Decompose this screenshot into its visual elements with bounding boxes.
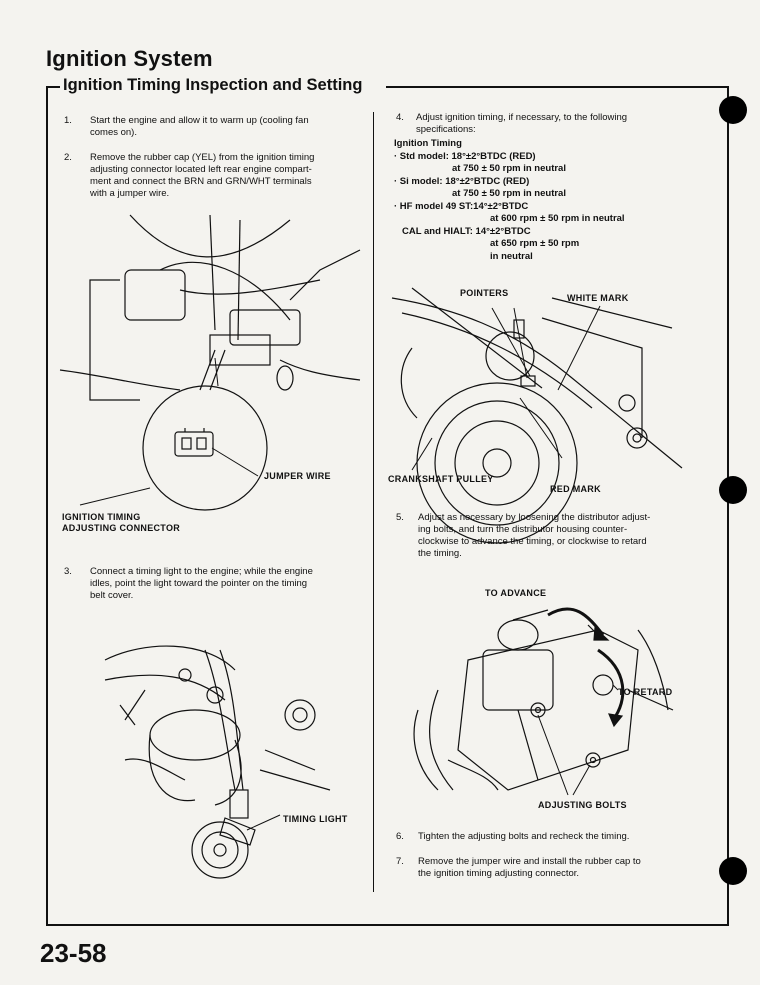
step-number: 5. bbox=[396, 512, 404, 523]
spec-hf-rpm: at 600 rpm ± 50 rpm in neutral bbox=[490, 213, 625, 224]
spec-heading: Ignition Timing bbox=[394, 138, 462, 149]
step-text-line: Adjust as necessary by loosening the dis… bbox=[418, 512, 651, 523]
step-text-line: Remove the jumper wire and install the r… bbox=[418, 856, 641, 867]
step-text-line: specifications: bbox=[416, 124, 476, 135]
spec-si-rpm: at 750 ± 50 rpm in neutral bbox=[452, 188, 566, 199]
timing-light-label: TIMING LIGHT bbox=[283, 814, 348, 824]
spec-std-rpm: at 750 ± 50 rpm in neutral bbox=[452, 163, 566, 174]
crankshaft-pulley-label: CRANKSHAFT PULLEY bbox=[388, 474, 494, 484]
step-text-line: belt cover. bbox=[90, 590, 134, 601]
red-mark-label: RED MARK bbox=[550, 484, 601, 494]
adjusting-bolts-label: ADJUSTING BOLTS bbox=[538, 800, 627, 810]
step-text-line: comes on). bbox=[90, 127, 137, 138]
step-text-line: with a jumper wire. bbox=[90, 188, 170, 199]
binder-hole-middle bbox=[719, 476, 747, 504]
step-number: 3. bbox=[64, 566, 72, 577]
step-2: 2. Remove the rubber cap (YEL) from the … bbox=[64, 152, 364, 202]
step-text-line: Remove the rubber cap (YEL) from the ign… bbox=[90, 152, 315, 163]
spec-cal-neutral: in neutral bbox=[490, 250, 533, 262]
timing-light-illustration bbox=[104, 645, 331, 879]
step-text-line: Adjust ignition timing, if necessary, to… bbox=[416, 112, 628, 123]
step-number: 2. bbox=[64, 152, 72, 163]
step-number: 4. bbox=[396, 112, 404, 123]
spec-hf: · HF model 49 ST:14°±2°BTDC bbox=[394, 200, 529, 212]
step-text-line: the timing. bbox=[418, 548, 462, 559]
connector-illustration bbox=[59, 214, 361, 511]
step-number: 1. bbox=[64, 115, 72, 126]
spec-si: · Si model: 18°±2°BTDC (RED) bbox=[394, 175, 530, 187]
step-text-line: ment and connect the BRN and GRN/WHT ter… bbox=[90, 176, 312, 187]
subsection-title: Ignition Timing Inspection and Setting bbox=[63, 76, 363, 94]
pointers-label: POINTERS bbox=[460, 288, 509, 298]
step-3: 3. Connect a timing light to the engine;… bbox=[64, 566, 364, 604]
step-4: 4. Adjust ignition timing, if necessary,… bbox=[396, 112, 696, 138]
step-text-line: clockwise to advance the timing, or cloc… bbox=[418, 536, 647, 547]
step-text-line: Start the engine and allow it to warm up… bbox=[90, 115, 309, 126]
page-number: 23-58 bbox=[40, 938, 107, 968]
step-7: 7. Remove the jumper wire and install th… bbox=[396, 856, 696, 882]
spec-std: · Std model: 18°±2°BTDC (RED) bbox=[394, 150, 536, 162]
ignition-timing-specs: Ignition Timing · Std model: 18°±2°BTDC … bbox=[394, 138, 714, 268]
binder-hole-top bbox=[719, 96, 747, 124]
connector-label: IGNITION TIMING ADJUSTING CONNECTOR bbox=[62, 512, 180, 534]
spec-cal-rpm: at 650 rpm ± 50 rpm bbox=[490, 238, 580, 249]
step-number: 6. bbox=[396, 831, 404, 842]
frame-left bbox=[46, 86, 48, 926]
step-6: 6. Tighten the adjusting bolts and reche… bbox=[396, 831, 696, 845]
step-text-line: the ignition timing adjusting connector. bbox=[418, 868, 580, 879]
step-text-line: Tighten the adjusting bolts and recheck … bbox=[418, 831, 630, 842]
step-text-line: idles, point the light toward the pointe… bbox=[90, 578, 308, 589]
title-rule-right bbox=[386, 86, 728, 88]
white-mark-label: WHITE MARK bbox=[567, 293, 629, 303]
section-title: Ignition System bbox=[46, 46, 213, 71]
connector-label-line: IGNITION TIMING bbox=[62, 512, 141, 522]
column-divider bbox=[373, 112, 374, 892]
binder-hole-bottom bbox=[719, 857, 747, 885]
to-retard-label: TO RETARD bbox=[618, 687, 673, 697]
connector-label-line: ADJUSTING CONNECTOR bbox=[62, 523, 181, 533]
step-1: 1. Start the engine and allow it to warm… bbox=[64, 115, 364, 141]
to-advance-label: TO ADVANCE bbox=[485, 588, 547, 598]
step-text-line: adjusting connector located left rear en… bbox=[90, 164, 312, 175]
step-number: 7. bbox=[396, 856, 404, 867]
jumper-wire-label: JUMPER WIRE bbox=[264, 471, 331, 481]
frame-bottom bbox=[46, 924, 729, 926]
step-text-line: Connect a timing light to the engine; wh… bbox=[90, 566, 313, 577]
distributor-illustration bbox=[413, 607, 674, 796]
spec-cal: CAL and HIALT: 14°±2°BTDC bbox=[402, 225, 531, 237]
frame-right bbox=[727, 86, 729, 926]
title-rule-left bbox=[46, 86, 60, 88]
step-text-line: ing bolts, and turn the distributor hous… bbox=[418, 524, 628, 535]
step-5: 5. Adjust as necessary by loosening the … bbox=[396, 512, 696, 562]
crankshaft-pulley-illustration bbox=[391, 287, 683, 544]
